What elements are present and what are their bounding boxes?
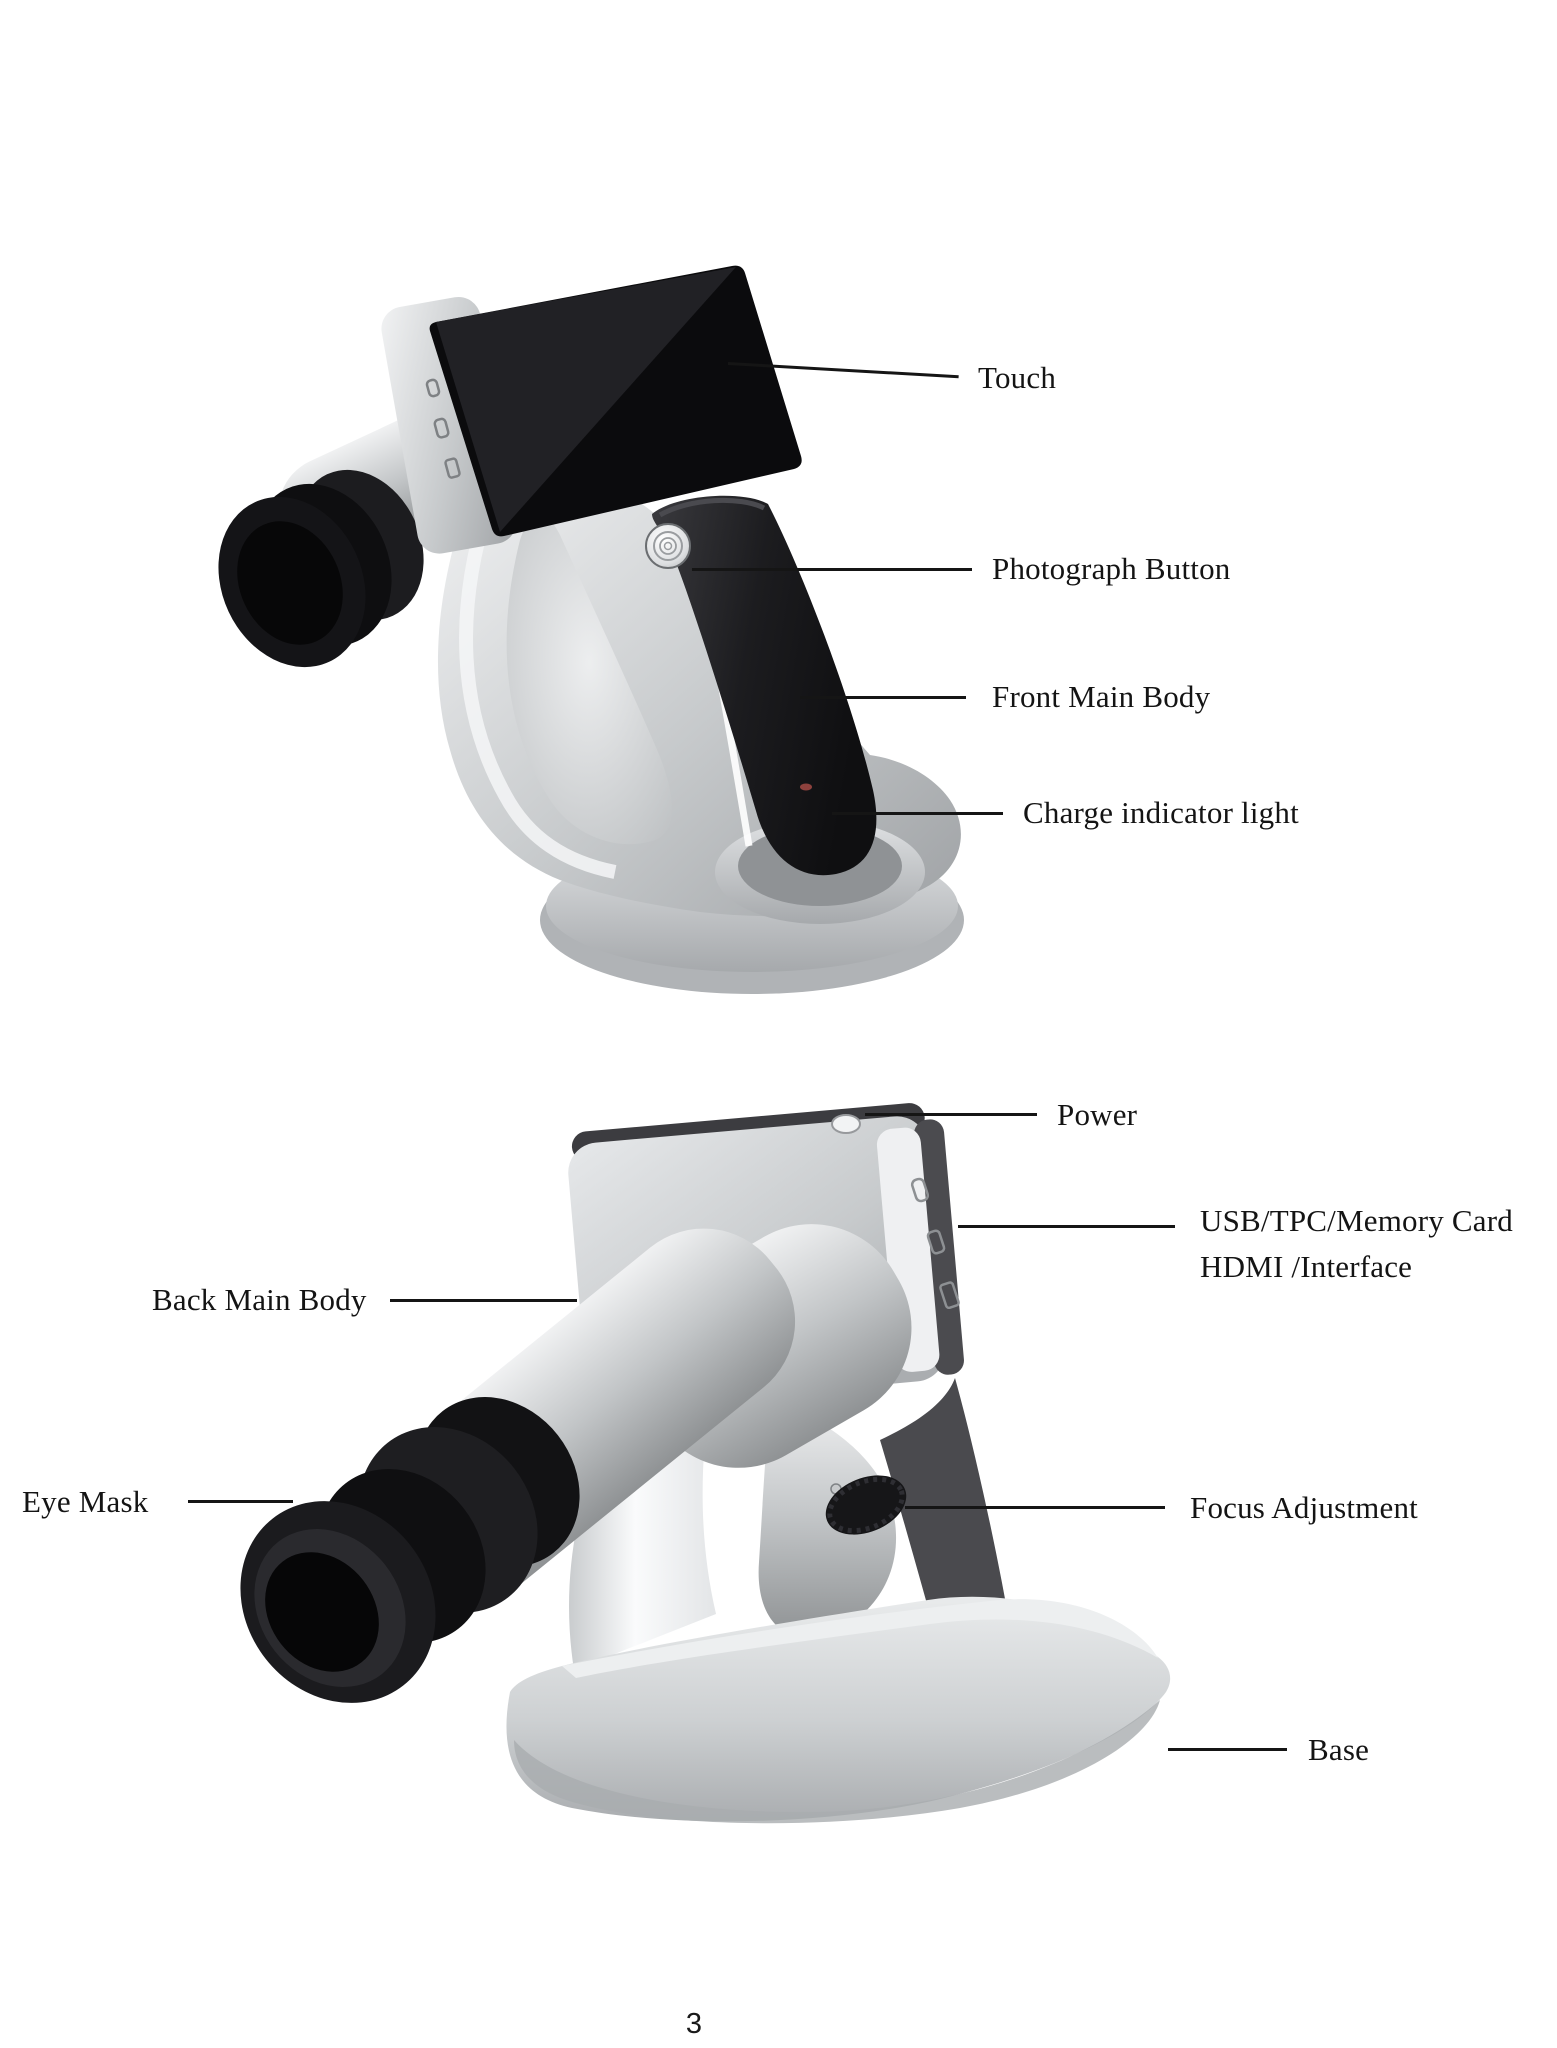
front-view-illustration (218, 265, 964, 994)
interface-label-line1: USB/TPC/Memory Card (1200, 1203, 1513, 1238)
handle-rear (758, 1398, 897, 1638)
callout-line-power (865, 1113, 1037, 1116)
port-icon (433, 417, 450, 439)
focus-adjustment-wheel (825, 1475, 907, 1535)
back-main-body (362, 1224, 912, 1615)
dock-base (540, 840, 964, 994)
callout-line-interface (958, 1225, 1175, 1228)
callout-line-charge-indicator (832, 812, 1003, 815)
dock-stand (437, 454, 961, 917)
lens-barrel (278, 396, 517, 567)
dock-stand-concave (506, 514, 672, 845)
callout-line-photograph-button (692, 568, 972, 571)
gap-highlight (693, 555, 753, 847)
interface-label-line2: HDMI /Interface (1200, 1248, 1413, 1284)
eye-mask (240, 1397, 580, 1703)
port-icon (444, 457, 461, 479)
page-number: 3 (685, 2008, 703, 2040)
callout-line-eye-mask (188, 1500, 293, 1503)
callout-label-focus-adjustment: Focus Adjustment (1190, 1490, 1418, 1525)
touchscreen (429, 265, 802, 537)
lens-front-rings (218, 469, 424, 668)
screen-side-edge (381, 296, 517, 554)
handle-edge-highlight (658, 497, 766, 518)
callout-label-base: Base (1308, 1732, 1370, 1767)
port-icon (939, 1281, 960, 1310)
back-view-illustration (240, 1103, 1171, 1824)
port-icon (910, 1177, 930, 1203)
callout-label-interface: USB/TPC/Memory Card HDMI /Interface (1200, 1203, 1513, 1285)
handle-back-strip (880, 1378, 1014, 1710)
callout-label-touch: Touch (978, 360, 1057, 395)
callout-label-charge-indicator: Charge indicator light (1023, 795, 1299, 830)
callout-line-base (1168, 1748, 1287, 1751)
dock-collar (715, 820, 925, 924)
port-strip (876, 1127, 940, 1372)
touchscreen-reflection (436, 267, 736, 532)
callout-label-power: Power (1057, 1097, 1138, 1132)
callout-line-back-main-body (390, 1299, 577, 1302)
callout-line-focus-adjustment (905, 1506, 1165, 1509)
power-button (831, 1114, 861, 1134)
side-edge-dark (914, 1119, 964, 1375)
port-icon (926, 1229, 946, 1255)
base-bottom-rim (514, 1700, 1160, 1824)
port-icon (425, 378, 441, 398)
base (506, 1596, 1171, 1824)
callout-label-eye-mask: Eye Mask (22, 1484, 149, 1519)
callout-label-front-main-body: Front Main Body (992, 679, 1211, 714)
callout-label-back-main-body: Back Main Body (152, 1282, 367, 1317)
screen-back-panel (568, 1103, 964, 1408)
front-main-body-handle (652, 495, 877, 876)
photograph-button (645, 523, 691, 569)
charge-indicator-light (800, 783, 812, 791)
callout-label-photograph-button: Photograph Button (992, 551, 1231, 586)
dock-pillar (569, 1362, 716, 1670)
callout-line-front-main-body (800, 696, 966, 699)
callout-line-touch (727, 362, 959, 379)
dock-stand-highlight (459, 502, 617, 879)
base-top-face (562, 1599, 1158, 1678)
